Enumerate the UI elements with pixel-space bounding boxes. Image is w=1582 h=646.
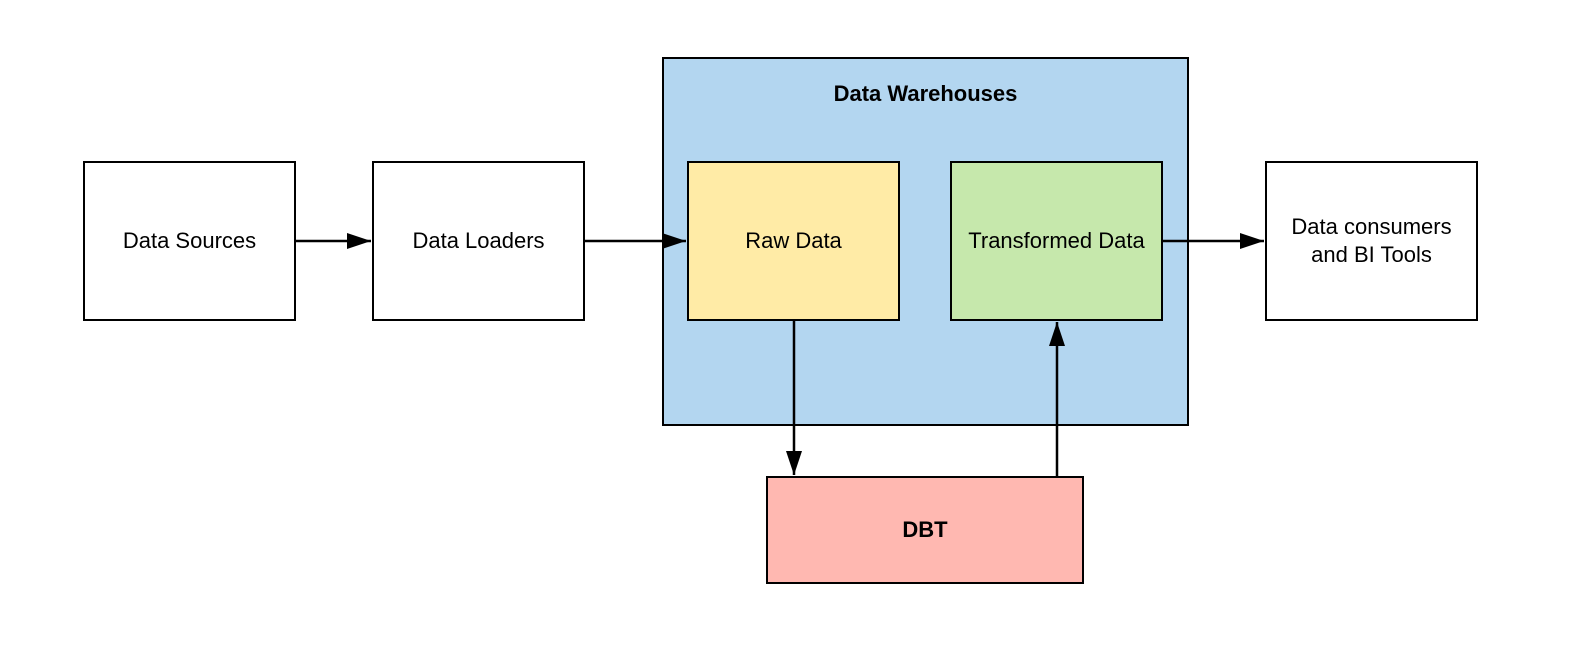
data-loaders-label: Data Loaders xyxy=(412,228,545,253)
data-warehouses-title: Data Warehouses xyxy=(833,81,1018,106)
raw-data-label: Raw Data xyxy=(745,228,842,253)
transformed-data-node: Transformed Data xyxy=(950,161,1163,321)
dbt-label: DBT xyxy=(902,517,948,542)
data-sources-label: Data Sources xyxy=(122,228,257,253)
data-consumers-label-line1: Data consumers xyxy=(1291,214,1452,239)
data-sources-node: Data Sources xyxy=(83,161,296,321)
dbt-node: DBT xyxy=(766,476,1084,584)
data-consumers-label-line2: and BI Tools xyxy=(1311,242,1432,267)
data-loaders-node: Data Loaders xyxy=(372,161,585,321)
transformed-data-label: Transformed Data xyxy=(968,228,1145,253)
data-consumers-node: Data consumers and BI Tools xyxy=(1265,161,1478,321)
raw-data-node: Raw Data xyxy=(687,161,900,321)
